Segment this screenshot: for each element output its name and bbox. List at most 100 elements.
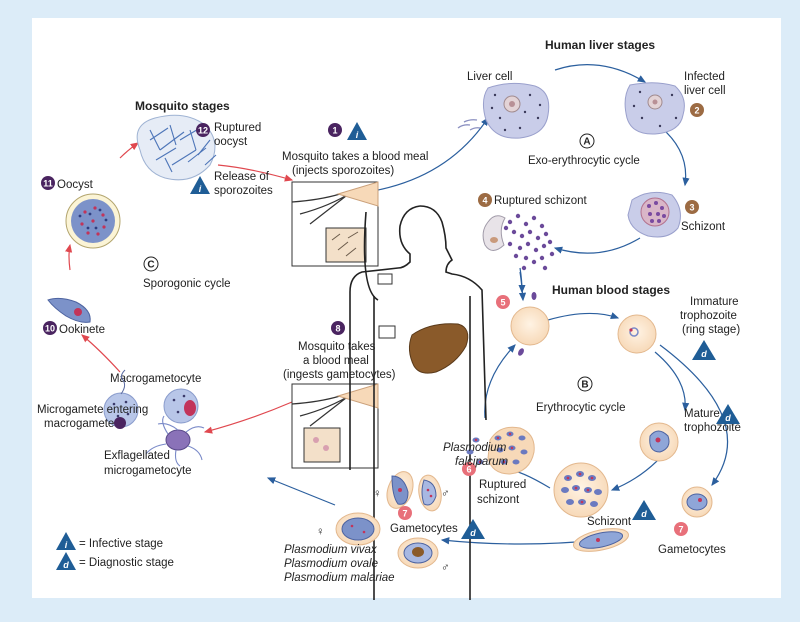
step-3-number: 3 — [689, 203, 694, 213]
ovale-label: Plasmodium ovale — [284, 558, 378, 570]
mature-label-1: Mature — [684, 408, 720, 420]
falciparum-label-1: Plasmodium — [443, 442, 507, 454]
step-4-badge — [478, 193, 492, 207]
malariae-label: Plasmodium malariae — [284, 572, 395, 584]
ookinete — [47, 297, 91, 323]
sporozoites-icon — [457, 119, 481, 131]
liver-organ — [408, 323, 469, 374]
svg-text:d: d — [725, 413, 731, 423]
legend-diagnostic-marker: d — [56, 552, 76, 570]
step-2-badge — [690, 103, 704, 117]
legend: i = Infective stage d = Diagnostic stage — [56, 532, 174, 570]
ruptured-oocyst-label-1: Ruptured — [214, 122, 261, 134]
diagnostic-marker-mature: d — [716, 404, 740, 424]
falciparum-male-gametocyte — [418, 474, 442, 512]
ruptured-blood-schizont — [466, 426, 535, 475]
infective-stage-marker-release: i — [190, 176, 210, 194]
vivax-male-gametocyte — [397, 537, 439, 569]
step-7a-number: 7 — [402, 509, 407, 519]
gametocytes-center-label: Gametocytes — [390, 523, 458, 535]
step-5-badge — [496, 295, 510, 309]
cycle-c-letter: C — [147, 260, 154, 271]
step-6-number: 6 — [466, 465, 471, 475]
mature-chromatin — [655, 437, 661, 443]
elongated-gametocyte — [573, 528, 629, 552]
svg-text:d: d — [701, 349, 707, 359]
svg-text:i: i — [65, 540, 68, 550]
step-11-number: 11 — [43, 179, 53, 189]
step-4-number: 4 — [482, 196, 487, 206]
meal8-label-2: a blood meal — [303, 355, 369, 367]
ruptured-blood-label-1: Ruptured — [479, 479, 526, 491]
cycle-c-circle — [143, 256, 159, 272]
legend-diagnostic-label: = Diagnostic stage — [79, 557, 174, 569]
liver-stages-heading: Human liver stages — [545, 38, 655, 52]
macrogamete — [163, 388, 199, 424]
step-10-badge — [43, 321, 57, 335]
cycle-b-label: Erythrocytic cycle — [536, 402, 625, 414]
immature-label-1: Immature — [690, 296, 739, 308]
meal8-label-1: Mosquito takes — [298, 341, 376, 353]
red-blood-cell — [510, 306, 550, 346]
step-11-badge — [41, 176, 55, 190]
mosquito-bite-illustration-1 — [291, 181, 379, 267]
release-label-2: sporozoites — [214, 185, 273, 197]
svg-text:d: d — [470, 528, 476, 538]
ruptured-blood-label-2: schizont — [477, 494, 520, 506]
cycle-a-label: Exo-erythrocytic cycle — [528, 155, 640, 167]
ring-stage-parasite — [629, 327, 639, 337]
svg-text:i: i — [356, 130, 359, 140]
vivax-label: Plasmodium vivax — [284, 544, 378, 556]
step-7b-number: 7 — [678, 525, 683, 535]
cycle-b-circle — [577, 376, 593, 392]
vivax-female-gametocyte — [335, 512, 381, 546]
meal1-label-1: Mosquito takes a blood meal — [282, 151, 428, 163]
male-symbol-vivax: ♂ — [441, 562, 450, 574]
immature-label-2: trophozoite — [680, 310, 737, 322]
step-1-badge — [328, 123, 342, 137]
diagnostic-marker-immature: d — [692, 340, 716, 360]
microgamete-label-1: Microgamete entering — [37, 404, 148, 416]
diagnostic-marker-gametocytes: d — [461, 519, 485, 539]
falciparum-female-gametocyte — [386, 471, 414, 509]
exflagellated-microgametocyte — [145, 415, 205, 467]
step-1-number: 1 — [332, 126, 337, 136]
ruptured-oocyst-label-2: oocyst — [214, 136, 248, 148]
liver-cell — [482, 82, 550, 139]
ruptured-liver-schizont — [482, 213, 555, 271]
svg-text:d: d — [641, 509, 647, 519]
step-2-number: 2 — [694, 106, 699, 116]
exflag-label-1: Exflagellated — [104, 450, 170, 462]
mosquito-stages-heading: Mosquito stages — [135, 99, 230, 113]
step-5-number: 5 — [500, 298, 505, 308]
bite-site-1 — [377, 273, 393, 285]
bite-site-2 — [378, 325, 396, 339]
blood-stages-heading: Human blood stages — [552, 283, 670, 297]
liver-cell-label: Liver cell — [467, 71, 512, 83]
step-12-badge — [196, 123, 210, 137]
legend-infective-label: = Infective stage — [79, 538, 163, 550]
mosquito-cycle-arrows — [65, 142, 294, 434]
blood-schizont — [553, 462, 609, 518]
mosquito-bite-illustration-2 — [291, 383, 379, 469]
blood-schizont-label: Schizont — [587, 516, 632, 528]
infected-label-2: liver cell — [684, 85, 726, 97]
mature-label-2: trophozoite — [684, 422, 741, 434]
schizont-release-arrow — [518, 267, 526, 294]
liver-schizont-label: Schizont — [681, 221, 726, 233]
ruptured-schizont-label: Ruptured schizont — [494, 195, 587, 207]
cycle-c-label: Sporogonic cycle — [143, 278, 231, 290]
female-symbol-vivax: ♀ — [316, 526, 325, 538]
ookinete-label: Ookinete — [59, 324, 105, 336]
diagnostic-marker-schizont: d — [632, 500, 656, 520]
immature-label-3: (ring stage) — [682, 324, 740, 336]
oocyst — [65, 193, 121, 249]
human-figure — [349, 205, 487, 600]
merozoite-2 — [518, 348, 524, 356]
liver-schizont — [627, 191, 681, 238]
female-symbol-falciparum: ♀ — [373, 488, 382, 500]
step-10-number: 10 — [45, 324, 55, 334]
svg-text:d: d — [63, 560, 69, 570]
